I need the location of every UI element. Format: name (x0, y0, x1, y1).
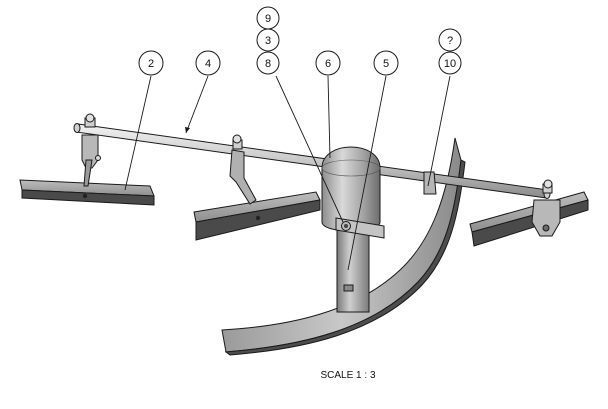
dome-hub (321, 146, 385, 239)
balloon-6: 6 (315, 50, 341, 76)
left-blade (19, 113, 155, 206)
svg-text:4: 4 (205, 58, 211, 70)
svg-text:10: 10 (444, 58, 456, 70)
balloon-5: 5 (373, 50, 399, 76)
middle-blade (193, 134, 321, 241)
balloon-10: 10 (438, 51, 462, 75)
balloon-2: 2 (138, 50, 164, 76)
balloon-3: 3 (256, 28, 280, 52)
svg-text:3: 3 (265, 35, 271, 47)
svg-text:8: 8 (265, 58, 271, 70)
balloon-8: 8 (256, 51, 280, 75)
balloon-4: 4 (195, 50, 221, 76)
svg-text:2: 2 (148, 58, 154, 70)
balloon-9: 9 (256, 6, 280, 30)
svg-text:9: 9 (265, 13, 271, 25)
svg-text:6: 6 (325, 58, 331, 70)
leader-lines (124, 75, 451, 271)
vertical-post (336, 219, 370, 313)
right-blade (469, 179, 589, 247)
balloon-question: ? (438, 28, 462, 52)
scale-label: SCALE 1 : 3 (320, 370, 375, 381)
svg-text:5: 5 (383, 58, 389, 70)
svg-text:?: ? (447, 35, 453, 47)
